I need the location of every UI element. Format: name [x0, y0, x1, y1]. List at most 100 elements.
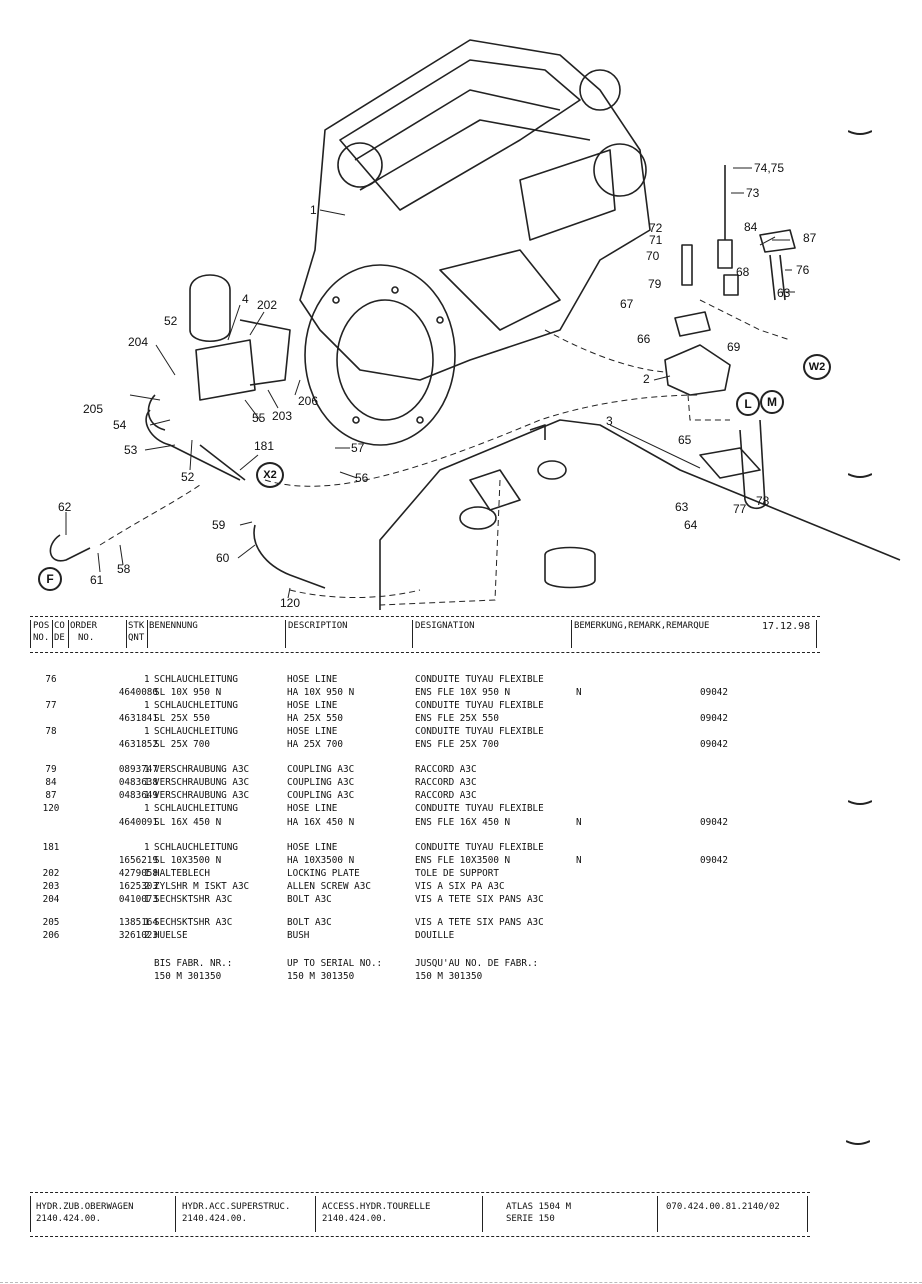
- row-en: HOSE LINE: [287, 700, 338, 711]
- header-no: NO.: [33, 633, 50, 643]
- pump-2: [664, 344, 731, 396]
- row-rm: N: [576, 687, 582, 698]
- callout-label: 70: [646, 249, 660, 263]
- row-rm: [576, 916, 588, 929]
- row-ref: 09042: [700, 739, 728, 750]
- row-pos: 120: [42, 803, 60, 814]
- row-pos: [36, 712, 66, 725]
- callout-label: 63: [675, 500, 689, 514]
- serial-en2: 150 M 301350: [287, 971, 355, 982]
- row-stk: 1: [144, 726, 150, 737]
- callout-label: 69: [727, 340, 741, 354]
- row-en: BOLT A3C: [287, 894, 332, 905]
- row-pos: 87: [45, 790, 57, 801]
- row-order: 4279058: [118, 868, 158, 879]
- row-pos: [36, 816, 66, 829]
- row-pos: 203: [42, 881, 60, 892]
- row-fr: VIS A SIX PA A3C: [415, 881, 505, 892]
- marker-l: L: [736, 392, 760, 416]
- row-en: HOSE LINE: [287, 842, 338, 853]
- callout-label: 57: [351, 441, 365, 455]
- row-de: VERSCHRAUBUNG A3C: [154, 764, 250, 775]
- row-ref: [700, 699, 760, 712]
- row-ref: 09042: [700, 713, 728, 724]
- row-en: HA 16X 450 N: [287, 817, 355, 828]
- row-ref: [700, 776, 760, 789]
- row-rm: N: [576, 817, 582, 828]
- row-pos: [36, 686, 66, 699]
- hose-181: [145, 409, 241, 481]
- row-de: SL 10X3500 N: [154, 855, 222, 866]
- row-ref: [700, 929, 760, 942]
- callout-label: 66: [637, 332, 651, 346]
- row-de: SCHLAUCHLEITUNG: [154, 842, 238, 853]
- flywheel-housing: [304, 264, 456, 446]
- callout-label: 76: [796, 263, 810, 277]
- footer-group-fr-no: 2140.424.00.: [322, 1214, 388, 1224]
- row-ref: [700, 763, 760, 776]
- row-en: HA 10X3500 N: [287, 855, 355, 866]
- bottom-edge: [0, 1282, 922, 1283]
- callout-label: 52: [181, 470, 195, 484]
- callout-label: 120: [280, 596, 301, 610]
- callout-label: 58: [117, 562, 131, 576]
- callout-label: 2: [643, 372, 650, 386]
- marker-m: M: [760, 390, 784, 414]
- row-fr: ENS FLE 10X 950 N: [415, 687, 511, 698]
- header-remark: BEMERKUNG,REMARK,REMARQUE: [574, 621, 710, 631]
- punch-mark: [848, 473, 872, 478]
- row-en: COUPLING A3C: [287, 790, 355, 801]
- row-order: 4631852: [118, 739, 158, 750]
- row-fr: CONDUITE TUYAU FLEXIBLE: [415, 726, 544, 737]
- row-stk: 2: [144, 881, 150, 892]
- header-order: ORDER: [70, 621, 98, 631]
- header-qnt: QNT: [128, 633, 145, 643]
- row-ref: 09042: [700, 817, 728, 828]
- row-fr: TOLE DE SUPPORT: [415, 868, 499, 879]
- row-en: BOLT A3C: [287, 917, 332, 928]
- row-order: 1656219: [118, 855, 158, 866]
- row-fr: CONDUITE TUYAU FLEXIBLE: [415, 842, 544, 853]
- row-ref: [700, 893, 760, 906]
- punch-mark: [846, 1140, 870, 1145]
- callout-label: 61: [90, 573, 104, 587]
- row-stk: 1: [144, 803, 150, 814]
- row-order: 4640091: [118, 817, 158, 828]
- footer-group-en: HYDR.ACC.SUPERSTRUC.: [182, 1202, 291, 1212]
- row-ref: [700, 880, 760, 893]
- row-stk: 1: [144, 777, 150, 788]
- row-order: 4631841: [118, 713, 158, 724]
- row-rm: [576, 699, 588, 712]
- callout-label: 204: [128, 335, 149, 349]
- callout-label: 63: [777, 286, 791, 300]
- callout-label: 84: [744, 220, 758, 234]
- row-stk: 1: [144, 868, 150, 879]
- row-stk: 1: [144, 894, 150, 905]
- row-pos: 204: [42, 894, 60, 905]
- marker-x2: X2: [256, 462, 284, 488]
- row-en: HA 25X 700: [287, 739, 343, 750]
- row-fr: ENS FLE 16X 450 N: [415, 817, 511, 828]
- drawing-callouts: 1 2 3 4 52 54 53 52 55 56 57 58 59 60 61…: [0, 0, 922, 612]
- row-rm: [576, 802, 588, 815]
- row-de: SCHLAUCHLEITUNG: [154, 726, 238, 737]
- punch-mark: [848, 130, 872, 135]
- row-pos: 181: [42, 842, 60, 853]
- serial-fr1: JUSQU'AU NO. DE FABR.:: [415, 958, 539, 969]
- footer-series: SERIE 150: [506, 1214, 555, 1224]
- callout-label: 79: [648, 277, 662, 291]
- serial-en1: UP TO SERIAL NO.:: [287, 958, 383, 969]
- row-en: HA 25X 550: [287, 713, 343, 724]
- row-en: HOSE LINE: [287, 726, 338, 737]
- row-de: VERSCHRAUBUNG A3C: [154, 777, 250, 788]
- callout-label: 72: [649, 221, 663, 235]
- callout-label: 74,75: [754, 161, 785, 175]
- row-pos: [36, 854, 66, 867]
- header-stk: STK: [128, 621, 145, 631]
- callout-label: 202: [257, 298, 278, 312]
- footer-group-de: HYDR.ZUB.OBERWAGEN: [36, 1202, 134, 1212]
- row-pos: 205: [42, 917, 60, 928]
- row-ref: [700, 841, 760, 854]
- callout-label: 1: [310, 203, 317, 217]
- row-en: HOSE LINE: [287, 803, 338, 814]
